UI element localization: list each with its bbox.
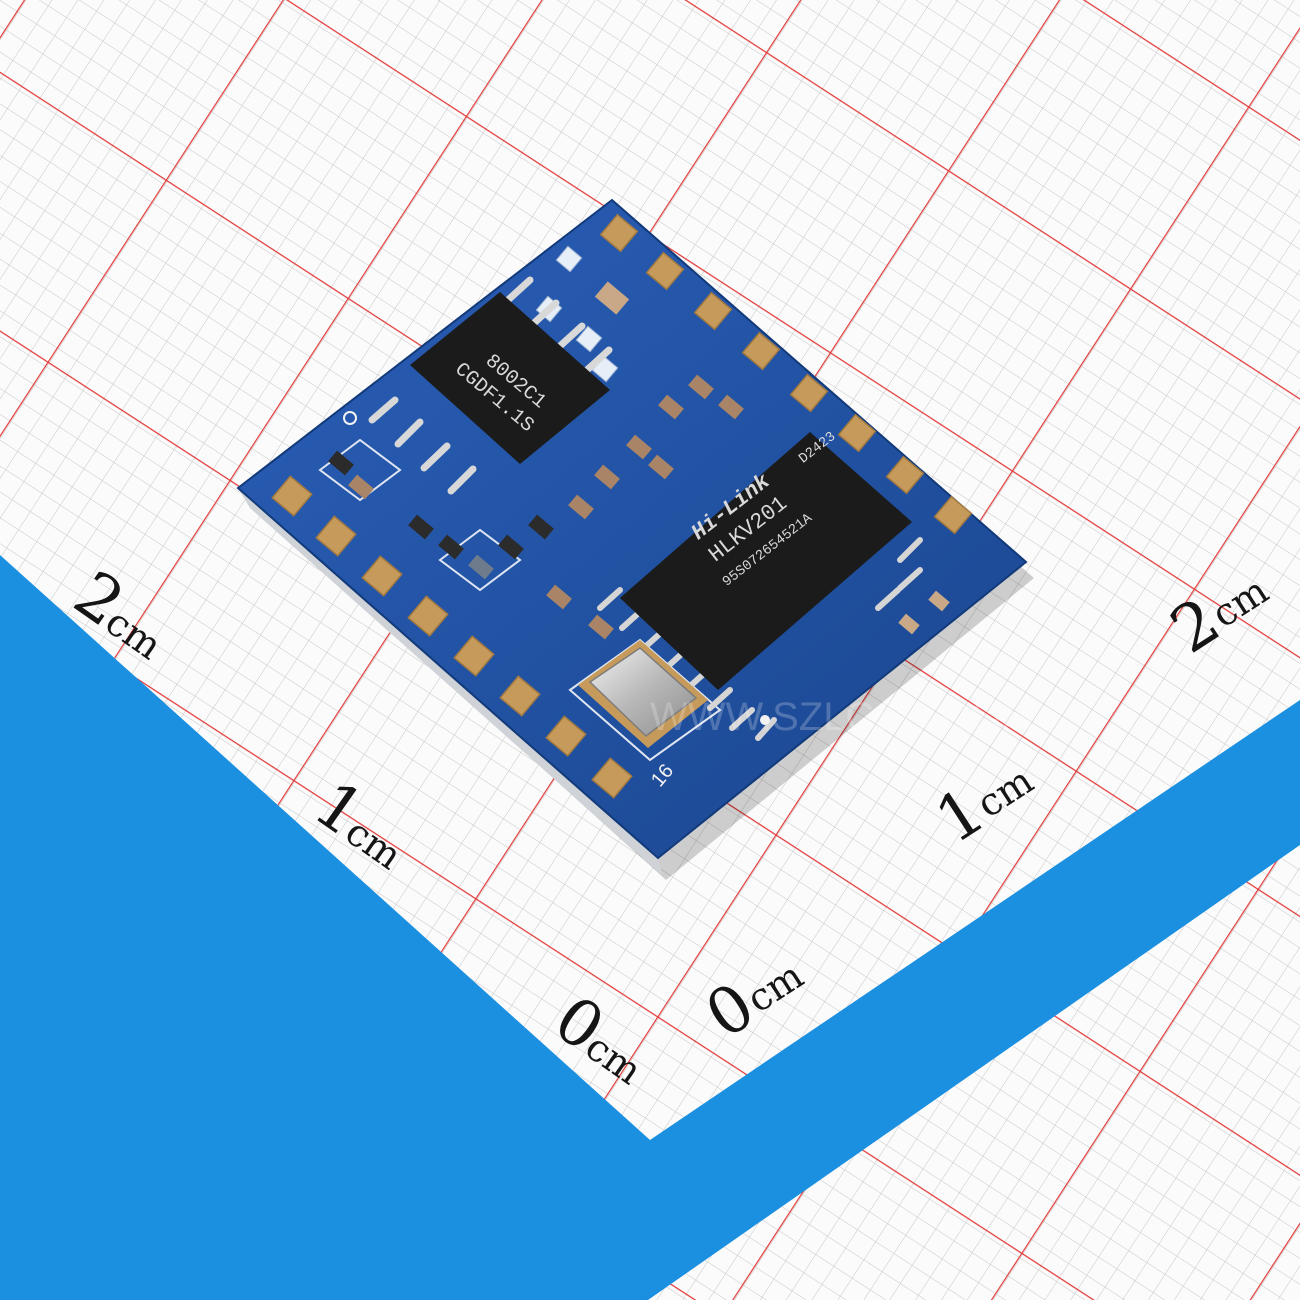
watermark-text: WWW.SZLCSC.COM	[650, 695, 1034, 739]
chip-soic8-body	[410, 292, 610, 464]
silkscreen-outlines	[318, 438, 722, 762]
crystal-oscillator	[578, 640, 708, 748]
pads-top-right	[599, 213, 973, 535]
watermark: WWW.SZLCSC.COM	[650, 695, 1034, 739]
silkscreen-dot	[343, 411, 357, 425]
chip-main-pins	[597, 437, 923, 741]
pads-bottom-left	[271, 475, 633, 799]
pcb-module: 8002C1 CGDF1.1S	[236, 198, 1028, 875]
chip-main-body	[620, 432, 912, 690]
pcb-edge	[238, 488, 662, 875]
chip-soic8: 8002C1 CGDF1.1S	[368, 276, 613, 495]
ruler-strip-white-band	[0, 720, 648, 1300]
via-hole	[760, 715, 770, 725]
chip-soic8-pins	[368, 276, 613, 495]
